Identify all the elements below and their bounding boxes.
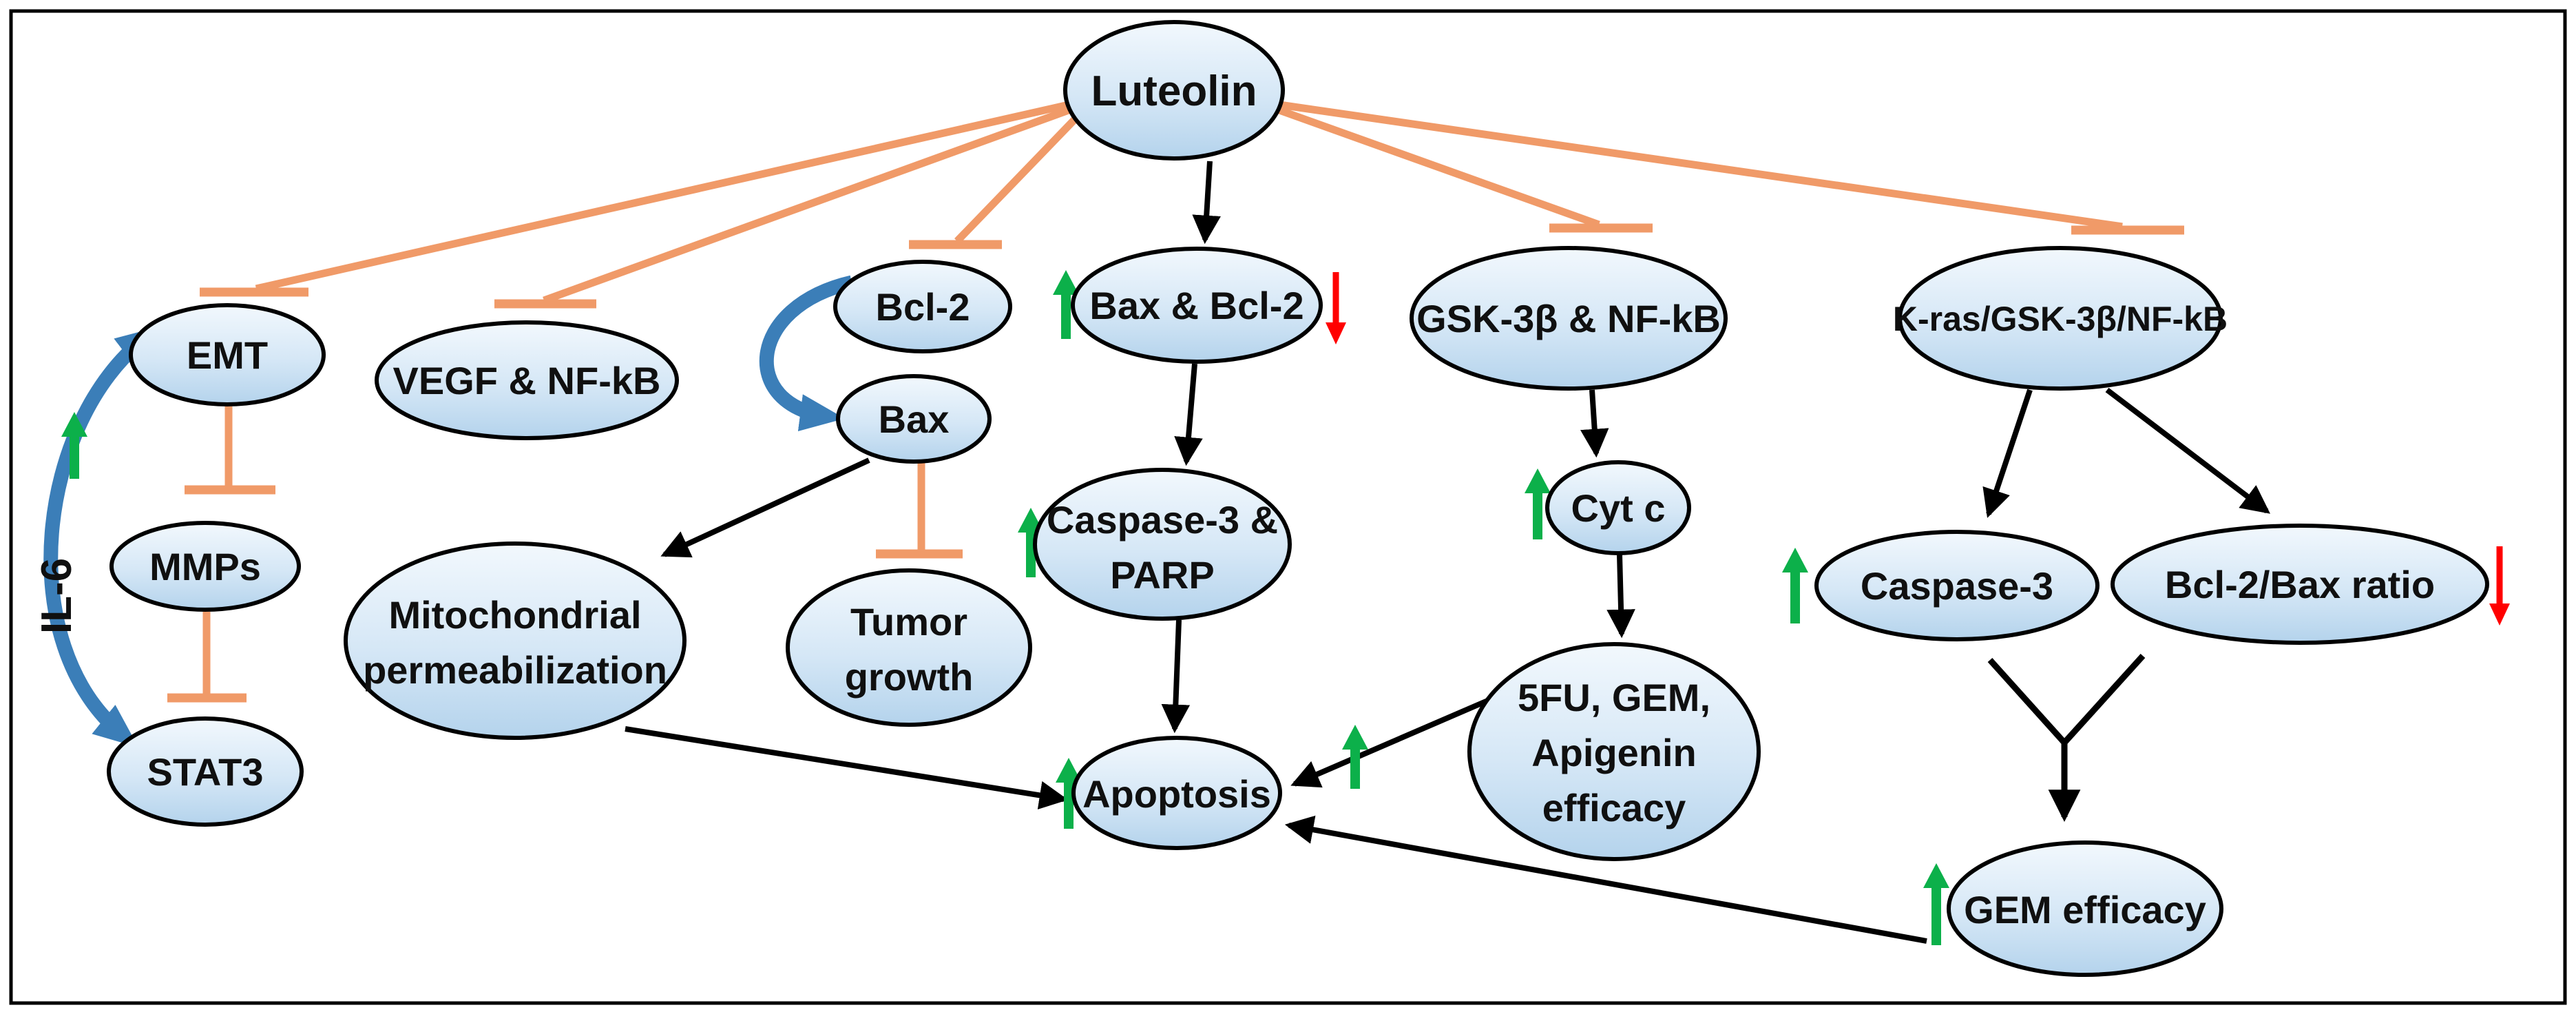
node-tumor-label-line1: Tumor bbox=[850, 600, 967, 643]
node-caspase3: Caspase-3 bbox=[1814, 530, 2099, 641]
node-mitochondrial-permeabilization: Mitochondrial permeabilization bbox=[344, 541, 687, 740]
node-mmps-shape bbox=[109, 521, 301, 612]
up-arrow-cytc-icon bbox=[1525, 468, 1551, 539]
edge-5fu-apoptosis bbox=[1290, 694, 1497, 788]
edge-caspase3-merge bbox=[1987, 657, 2067, 745]
inhibit-edge-luteolin-kras bbox=[1279, 101, 2123, 231]
edge-caspparp-apoptosis bbox=[1161, 619, 1191, 734]
downregulation-arrows bbox=[1326, 272, 2510, 626]
node-mmps: MMPs bbox=[109, 521, 301, 612]
edge-bax-mito bbox=[660, 457, 870, 558]
activation-edges bbox=[625, 161, 2270, 944]
node-stat3-label: STAT3 bbox=[147, 750, 263, 794]
node-tumor-shape bbox=[786, 568, 1032, 727]
up-arrow-baxbcl2-icon bbox=[1053, 270, 1079, 339]
node-5fu-label-line2: Apigenin bbox=[1531, 731, 1697, 774]
inhibit-edge-luteolin-emt bbox=[255, 101, 1070, 293]
node-gsk-nfkb: GSK-3β & NF-kB bbox=[1410, 246, 1728, 391]
up-arrow-caspase3-icon bbox=[1782, 548, 1808, 623]
inhibit-edge-luteolin-gsk bbox=[1278, 106, 1600, 229]
edge-kras-ratio bbox=[2105, 387, 2270, 514]
node-caspase3-shape bbox=[1814, 530, 2099, 641]
node-gem-efficacy: GEM efficacy bbox=[1947, 840, 2223, 977]
node-bcl2-label: Bcl-2 bbox=[876, 285, 970, 329]
node-caspase3-parp-shape bbox=[1033, 468, 1292, 621]
node-tumor-label-line2: growth bbox=[845, 655, 974, 699]
node-bcl2-bax-ratio: Bcl-2/Bax ratio bbox=[2111, 524, 2489, 645]
up-arrow-il6-icon bbox=[61, 412, 87, 479]
inhibit-edges bbox=[167, 101, 2184, 703]
node-apoptosis-label: Apoptosis bbox=[1082, 772, 1271, 816]
down-arrow-baxbcl2-icon bbox=[1326, 272, 1346, 344]
node-luteolin-shape bbox=[1063, 20, 1285, 161]
node-vegf-nfkb: VEGF & NF-kB bbox=[375, 320, 679, 440]
node-gsk-nfkb-shape bbox=[1410, 246, 1728, 391]
node-mito-shape bbox=[344, 541, 687, 740]
node-luteolin: Luteolin bbox=[1063, 20, 1285, 161]
up-arrow-gem-icon bbox=[1923, 863, 1949, 945]
node-stat3: STAT3 bbox=[107, 716, 304, 827]
node-5fu-label-line1: 5FU, GEM, bbox=[1518, 676, 1710, 719]
up-arrow-apoptosis-icon bbox=[1056, 758, 1082, 829]
node-bax: Bax bbox=[836, 374, 992, 464]
node-emt-shape bbox=[129, 303, 326, 406]
feedback-edges bbox=[43, 275, 854, 748]
edge-mito-apoptosis bbox=[625, 726, 1069, 809]
node-bax-bcl2: Bax & Bcl-2 bbox=[1071, 247, 1323, 364]
node-bax-bcl2-shape bbox=[1071, 247, 1323, 364]
down-arrow-ratio-icon bbox=[2489, 546, 2510, 626]
node-cytc: Cyt c bbox=[1545, 460, 1691, 555]
node-apoptosis: Apoptosis bbox=[1071, 736, 1282, 850]
node-luteolin-label: Luteolin bbox=[1091, 68, 1257, 115]
node-5fu-gem-apigenin-efficacy: 5FU, GEM, Apigenin efficacy bbox=[1467, 642, 1761, 861]
node-gsk-nfkb-label: GSK-3β & NF-kB bbox=[1416, 297, 1721, 340]
node-mito-label-line1: Mitochondrial bbox=[388, 593, 641, 637]
node-tumor-growth: Tumor growth bbox=[786, 568, 1032, 727]
node-kras: K-ras/GSK-3β/NF-kB bbox=[1893, 246, 2228, 391]
up-arrow-5fu-efficacy-icon bbox=[1342, 725, 1368, 789]
node-kras-label: K-ras/GSK-3β/NF-kB bbox=[1893, 300, 2228, 338]
il6-annotation: IL-6 bbox=[33, 558, 81, 634]
node-bcl2-bax-ratio-shape bbox=[2111, 524, 2489, 645]
edge-cytc-5fu bbox=[1606, 554, 1635, 639]
node-bcl2-bax-ratio-label: Bcl-2/Bax ratio bbox=[2165, 563, 2435, 606]
feedback-edge-bcl2-bax bbox=[759, 275, 854, 431]
edge-ratio-merge bbox=[2062, 653, 2146, 745]
edge-luteolin-baxbcl2 bbox=[1192, 161, 1221, 245]
inhibit-edge-luteolin-vegf bbox=[543, 106, 1070, 305]
node-cytc-shape bbox=[1545, 460, 1691, 555]
node-vegf-nfkb-label: VEGF & NF-kB bbox=[393, 359, 661, 402]
node-5fu-shape bbox=[1467, 642, 1761, 861]
node-mmps-label: MMPs bbox=[149, 545, 261, 588]
node-cytc-label: Cyt c bbox=[1571, 486, 1666, 530]
node-mito-label-line2: permeabilization bbox=[363, 648, 667, 692]
node-bax-label: Bax bbox=[879, 398, 950, 441]
node-caspase3-parp-label-line1: Caspase-3 & bbox=[1047, 498, 1278, 541]
node-bax-bcl2-label: Bax & Bcl-2 bbox=[1089, 284, 1303, 327]
node-gem-efficacy-shape bbox=[1947, 840, 2223, 977]
feedback-edge-stat3-il6-emt bbox=[43, 326, 161, 748]
node-apoptosis-shape bbox=[1071, 736, 1282, 850]
node-emt-label: EMT bbox=[187, 333, 268, 377]
inhibit-edge-luteolin-bcl2 bbox=[954, 116, 1078, 244]
edge-baxbcl2-caspparp bbox=[1174, 363, 1203, 466]
node-bcl2: Bcl-2 bbox=[833, 260, 1012, 353]
node-caspase3-parp-label-line2: PARP bbox=[1110, 553, 1214, 597]
node-vegf-nfkb-shape bbox=[375, 320, 679, 440]
edge-kras-caspase3 bbox=[1982, 389, 2033, 518]
node-5fu-label-line3: efficacy bbox=[1542, 786, 1686, 829]
node-gem-efficacy-label: GEM efficacy bbox=[1964, 888, 2206, 931]
node-kras-shape bbox=[1898, 246, 2223, 391]
node-stat3-shape bbox=[107, 716, 304, 827]
node-bax-shape bbox=[836, 374, 992, 464]
figure-border bbox=[9, 9, 2567, 1005]
node-caspase3-parp: Caspase-3 & PARP bbox=[1033, 468, 1292, 621]
node-caspase3-label: Caspase-3 bbox=[1861, 564, 2053, 608]
node-bcl2-shape bbox=[833, 260, 1012, 353]
node-emt: EMT bbox=[129, 303, 326, 406]
edge-gem-apoptosis bbox=[1284, 815, 1927, 944]
edge-gsk-cytc bbox=[1580, 389, 1609, 458]
